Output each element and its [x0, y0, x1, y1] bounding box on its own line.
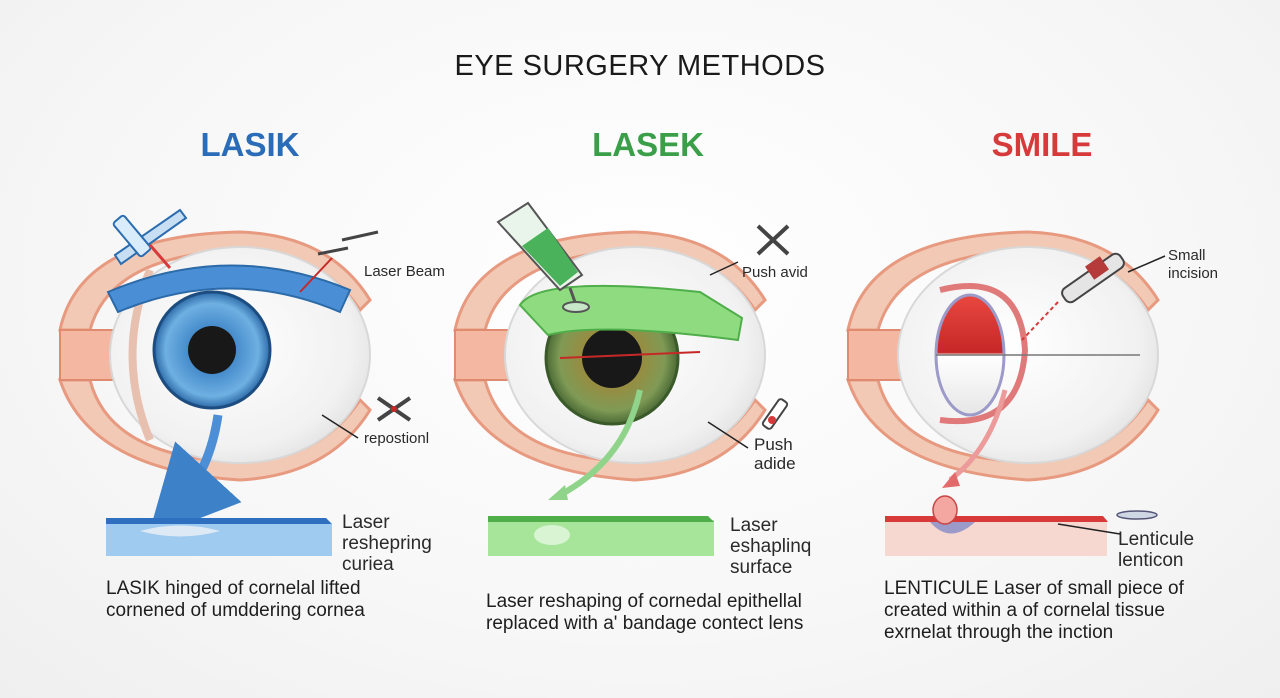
smile-arrowhead: [942, 472, 960, 488]
lasik-layer-label-line: reshepring: [342, 532, 432, 554]
lasik-description-line: cornened of umddering cornea: [106, 599, 365, 621]
smile-incision-pointer: [1127, 255, 1166, 273]
lasek-adide-pointer: [707, 421, 749, 449]
lasik-laser-beam-label: Laser Beam: [364, 263, 445, 280]
lasek-tool-icon: [756, 224, 790, 256]
lasek-layer-label-line: Laser: [730, 515, 778, 536]
lasek-eyelid-lower: [452, 378, 767, 482]
lasek-laser-line: [559, 351, 701, 359]
lasik-tweezer-icon: [376, 396, 412, 422]
lasek-description-line: replaced with a' bandage contect lens: [486, 612, 804, 634]
lasik-title: LASIK: [200, 126, 300, 163]
lasik-laser-tool-icon: [112, 208, 188, 269]
lasek-layer-label-line: surface: [730, 556, 793, 578]
lasek-layer-label-line: eshaplinq: [730, 535, 812, 557]
lasik-eye: [57, 208, 412, 556]
lasik-layer-label-line: Laser: [342, 512, 390, 533]
lasek-push-avid-label: Push avid: [742, 264, 808, 281]
lasik-flap: [106, 264, 352, 314]
smile-layer-label-line: lenticon: [1118, 549, 1184, 571]
smile-incision-label-line: incision: [1168, 265, 1219, 282]
lasek-push-pointer: [709, 261, 739, 276]
lasek-caruncle: [454, 329, 512, 381]
lasek-arrow: [558, 389, 643, 498]
lasik-layer-label-line: curiea: [342, 553, 394, 575]
lasek-title: LASEK: [592, 126, 704, 163]
lasek-description: Laser reshaping of cornedal epithellal r…: [486, 591, 803, 635]
smile-title: SMILE: [991, 126, 1093, 163]
smile-description: LENTICULE Laser of small piece of create…: [884, 578, 1184, 644]
lasek-cornea-layer: [488, 516, 714, 556]
smile-description-line: created within a of cornelal tissue: [884, 599, 1165, 621]
page-title: EYE SURGERY METHODS: [454, 50, 826, 82]
lasek-pen-icon: [761, 398, 789, 430]
lasik-pupil: [188, 326, 236, 374]
smile-description-line: exrnelat through the inction: [884, 621, 1114, 643]
lasik-description: LASIK hinged of cornelal lifted cornened…: [106, 578, 365, 622]
smile-cornea-layer: [885, 495, 1158, 556]
smile-caruncle: [847, 329, 905, 381]
lasek-pupil: [582, 328, 642, 388]
smile-laser-tool-icon: [1021, 252, 1125, 341]
lasik-scalpel-icon: [299, 230, 379, 293]
smile-incision-label-line: Small: [1168, 247, 1206, 264]
smile-cornea-ring: [939, 283, 1029, 425]
lasek-layer-label: Laser eshaplinq surface: [730, 515, 812, 579]
lasik-layer-label: Laser reshepring curiea: [342, 512, 432, 576]
lasek-push-adide-line: adide: [754, 453, 796, 473]
lasik-description-line: LASIK hinged of cornelal lifted: [106, 578, 361, 599]
lasek-description-line: Laser reshaping of cornedal epithellal: [486, 591, 802, 612]
lasik-caruncle: [59, 329, 117, 381]
smile-eyelid-lower: [845, 378, 1160, 482]
lasik-reposition-label: repostionl: [364, 430, 430, 447]
lasek-eye: [452, 201, 790, 556]
lasek-arrowhead: [548, 485, 568, 500]
smile-description-line: LENTICULE Laser of small piece of: [884, 578, 1184, 599]
smile-eye: [845, 230, 1166, 556]
smile-layer-label: Lenticule lenticon: [1118, 529, 1195, 572]
smile-layer-label-line: Lenticule: [1118, 529, 1195, 550]
lasek-push-adide-line: Push: [754, 435, 793, 454]
lasik-cornea-layer: [106, 518, 332, 556]
smile-arrow: [948, 389, 1008, 482]
lasik-arrow: [147, 414, 242, 539]
lasik-reposition-pointer: [321, 414, 359, 439]
smile-incision-label: Small incision: [1168, 247, 1218, 283]
lasek-alcohol-bottle-icon: [496, 201, 590, 313]
lasek-push-adide-label: Push adide: [754, 435, 796, 473]
